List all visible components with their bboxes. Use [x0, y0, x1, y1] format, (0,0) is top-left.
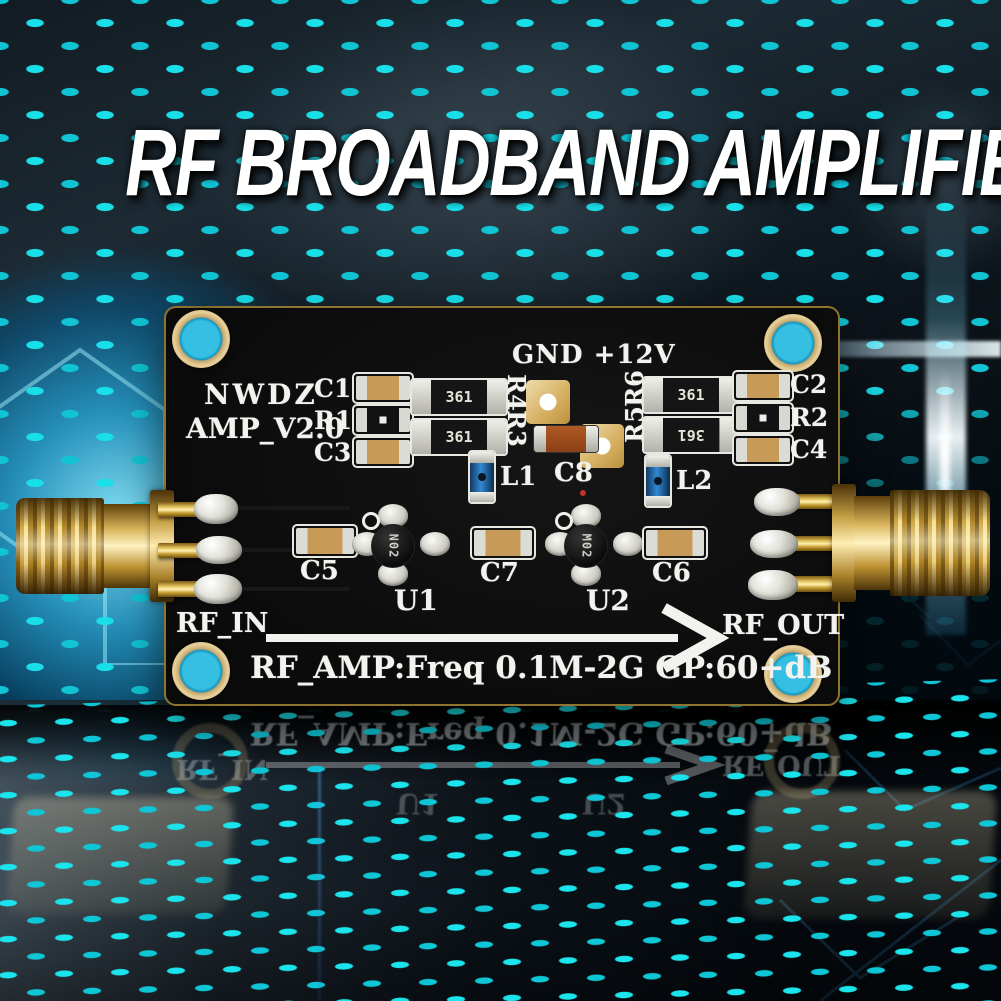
reflected-connector-left [5, 797, 235, 915]
solder-pad-left-1 [194, 494, 238, 524]
horizontal-light-band [826, 341, 1001, 357]
reflected-hole-right [764, 723, 840, 799]
solder-pad-left-2 [196, 536, 242, 564]
reflected-connector-right [743, 791, 998, 919]
reflected-hole-left [172, 723, 248, 799]
pcb-reflection: RF_AMP:Freq 0.1M-2G GP:60+dB RF_IN RF_OU… [0, 705, 1001, 1001]
sma-neck-right [854, 496, 894, 590]
sma-flange-right [832, 484, 856, 602]
amplifier-pcb: NWDZ AMP_V2.0 GND +12V C1 R1 C3 361 361 … [166, 308, 844, 704]
reflected-u2: U2 [581, 787, 627, 820]
reflected-u1: U1 [395, 787, 441, 820]
spec-text: RF_AMP:Freq 0.1M-2G GP:60+dB [250, 650, 833, 686]
sma-threads-right [890, 490, 990, 596]
signal-arrow [266, 603, 730, 673]
sma-neck-left [104, 504, 156, 588]
banner-title: RF BROADBAND AMPLIFIE [125, 110, 1001, 216]
sma-threads-left [16, 498, 104, 594]
reflected-arrow [266, 745, 726, 785]
sma-connector-right [748, 480, 1001, 610]
sma-connector-left [8, 486, 254, 606]
solder-pad-right-1 [754, 488, 800, 516]
rf-out-label: RF_OUT [722, 610, 845, 641]
solder-pad-right-2 [750, 530, 798, 558]
solder-pad-left-3 [194, 574, 242, 604]
thin-blue-line [318, 770, 321, 1001]
solder-pad-right-3 [748, 570, 798, 600]
